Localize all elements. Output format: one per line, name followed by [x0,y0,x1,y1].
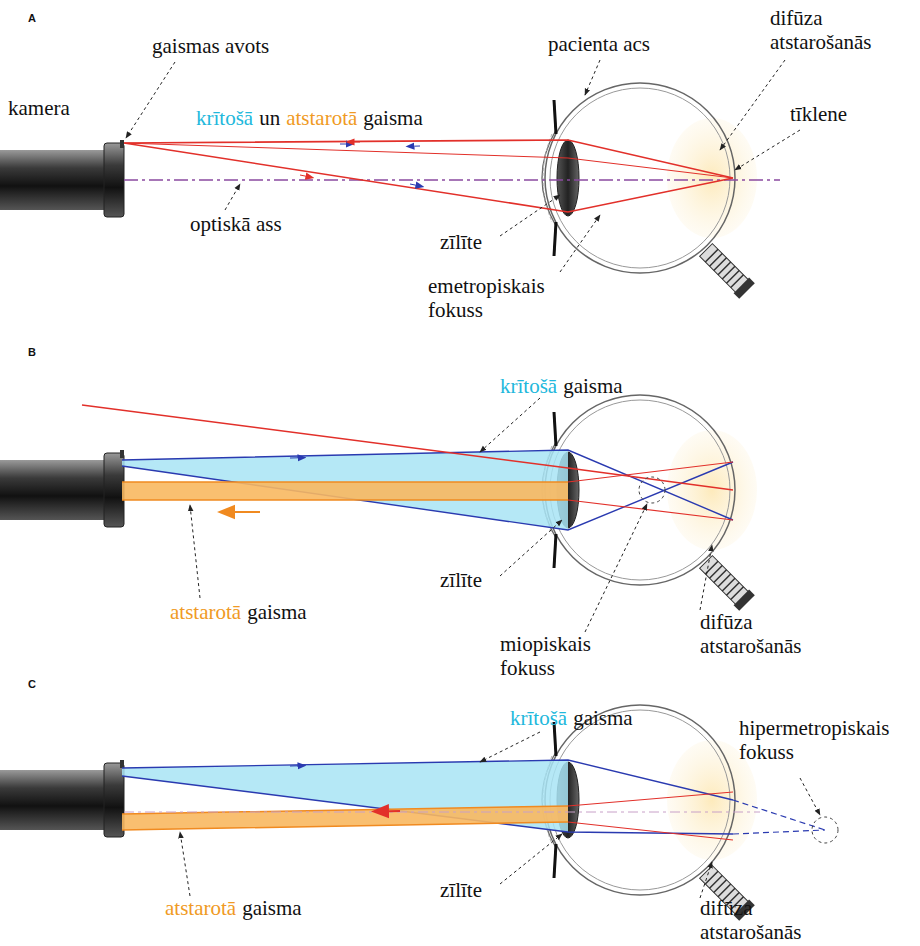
panel-letter: B [28,346,36,359]
ray-label: gaisma [247,600,306,624]
part-label: zīlīte [440,230,482,254]
part-label: hipermetropiskais fokuss [739,716,914,764]
panel-letter: A [28,12,36,25]
part-label: optiskā ass [190,212,282,236]
ray-label: krītošā [500,374,557,398]
ray-label: krītošā [196,106,253,130]
ray-label: gaisma [363,106,422,130]
part-label: zīlīte [440,568,482,592]
part-label: pacienta acs [548,32,650,56]
ray-label: krītošā [510,706,567,730]
part-label: gaismas avots [152,34,269,58]
part-label: difūza atstarošanās [700,896,815,944]
ray-label: gaisma [573,706,632,730]
part-label: difūza atstarošanās [770,6,880,54]
part-label: tīklene [790,102,847,126]
ray-label: gaisma [563,374,622,398]
part-label: emetropiskais fokuss [428,274,588,322]
panel-letter: C [28,678,36,691]
part-label: kamera [8,96,70,120]
ray-label: atstarotā [165,896,236,920]
ray-label: un [259,106,280,130]
part-label: zīlīte [440,878,482,902]
part-label: difūza atstarošanās [700,610,815,658]
ray-label: gaisma [242,896,301,920]
ray-label: atstarotā [170,600,241,624]
part-label: miopiskais fokuss [500,632,620,680]
ray-label: atstarotā [286,106,357,130]
